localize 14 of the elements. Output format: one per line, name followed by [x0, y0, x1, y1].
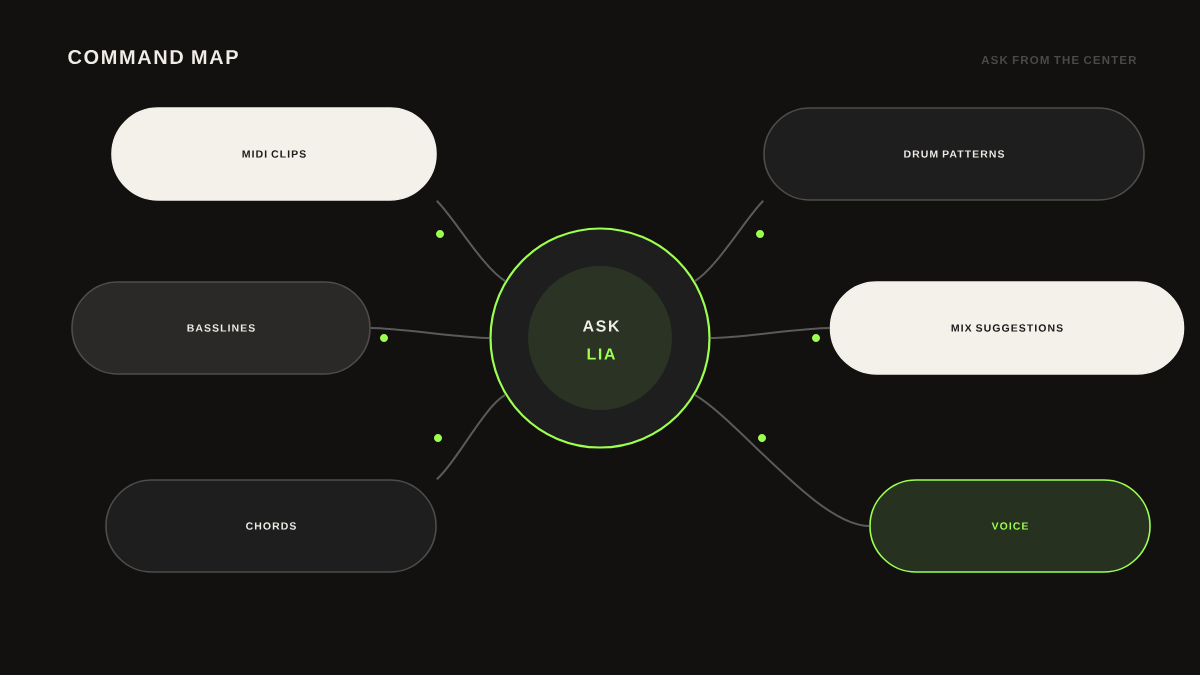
pill-box: MIDI CLIPS: [111, 107, 437, 201]
connector-line: [369, 327, 491, 339]
pill-box: BASSLINES: [71, 281, 371, 375]
pill-box: DRUM PATTERNS: [763, 107, 1145, 201]
pill-box: VOICE: [869, 479, 1151, 573]
connector-line: [435, 199, 507, 283]
connector-line: [709, 327, 831, 339]
pill-box: CHORDS: [105, 479, 437, 573]
connector-line: [693, 393, 871, 527]
pill-box: MIX SUGGESTIONS: [829, 281, 1185, 375]
connector-line: [435, 393, 507, 481]
subtitle: ASK FROM THE CENTER: [981, 55, 1137, 65]
connector-line: [693, 199, 765, 283]
title: COMMAND MAP: [68, 49, 238, 65]
